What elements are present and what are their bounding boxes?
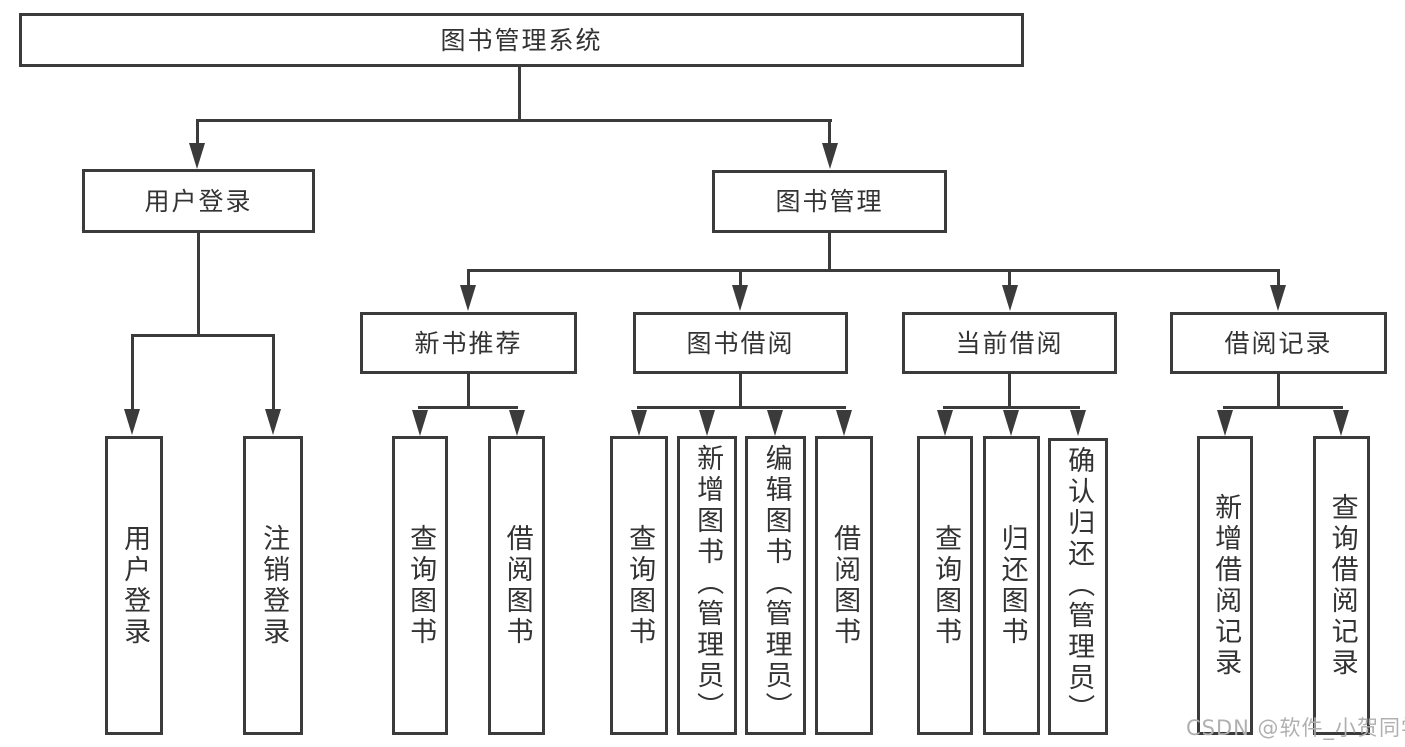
arrowhead-current [1002, 285, 1018, 311]
connector-borrow-bus [637, 406, 846, 409]
arrowhead-leaf-d2 [1003, 410, 1019, 436]
leaf-query-books-borrow-label: 查询图书 [624, 523, 656, 648]
leaf-edit-books-admin: 编辑图书（管理员） [745, 436, 806, 735]
connector-userlogin-stem [197, 233, 200, 336]
node-new-book-recommend: 新书推荐 [360, 312, 577, 374]
leaf-query-books-current-label: 查询图书 [930, 523, 962, 648]
node-borrow-records: 借阅记录 [1170, 312, 1387, 374]
arrowhead-leaf-a1 [124, 409, 140, 435]
leaf-borrow-books-recommend-label: 借阅图书 [501, 523, 533, 648]
connector-bookmgmt-stem [828, 233, 831, 272]
leaf-query-books-recommend: 查询图书 [392, 436, 448, 735]
node-library-system-label: 图书管理系统 [440, 25, 603, 55]
arrowhead-leaf-e1 [1217, 410, 1233, 436]
connector-current-bus [943, 406, 1080, 409]
connector-drop-current [1008, 269, 1011, 289]
leaf-user-login-label: 用户登录 [119, 523, 151, 648]
node-new-book-recommend-label: 新书推荐 [414, 328, 523, 358]
connector-userlogin-bus [131, 334, 274, 337]
arrowhead-leaf-b2 [509, 410, 525, 436]
connector-newbook-bus [418, 406, 518, 409]
connector-newbook-stem [467, 374, 470, 408]
node-library-system: 图书管理系统 [19, 13, 1024, 67]
node-borrow-records-label: 借阅记录 [1224, 328, 1333, 358]
connector-drop-newbook [467, 269, 470, 289]
node-book-management: 图书管理 [712, 170, 947, 233]
arrowhead-records [1270, 285, 1286, 311]
leaf-add-books-admin-label: 新增图书（管理员） [692, 444, 724, 723]
leaf-user-login: 用户登录 [105, 436, 163, 735]
leaf-logout: 注销登录 [243, 436, 303, 735]
arrowhead-newbook [460, 285, 476, 311]
leaf-query-books-recommend-label: 查询图书 [405, 523, 437, 648]
connector-drop-book-mgmt [828, 119, 831, 147]
arrowhead-leaf-c4 [836, 410, 852, 436]
arrowhead-leaf-d1 [937, 410, 953, 436]
leaf-edit-books-admin-label: 编辑图书（管理员） [760, 444, 792, 723]
leaf-query-borrow-record: 查询借阅记录 [1313, 436, 1370, 735]
leaf-confirm-return-admin: 确认归还（管理员） [1048, 438, 1108, 735]
node-current-borrow-label: 当前借阅 [955, 328, 1064, 358]
leaf-borrow-books-borrow-label: 借阅图书 [829, 523, 861, 648]
csdn-watermark: CSDN @软件_小贺同学 [1186, 716, 1405, 740]
node-user-login: 用户登录 [82, 169, 315, 233]
leaf-borrow-books-recommend: 借阅图书 [488, 436, 545, 735]
arrowhead-book-mgmt [822, 143, 838, 169]
arrowhead-user-login [189, 143, 205, 169]
leaf-query-borrow-record-label: 查询借阅记录 [1326, 492, 1358, 679]
node-current-borrow: 当前借阅 [902, 312, 1117, 374]
leaf-query-books-current: 查询图书 [917, 436, 973, 735]
connector-drop-leaf-a1 [131, 334, 134, 412]
connector-records-bus [1223, 406, 1343, 409]
connector-level3-bus [467, 269, 1280, 272]
leaf-borrow-books-borrow: 借阅图书 [815, 436, 873, 735]
connector-records-stem [1277, 374, 1280, 408]
node-book-borrow-label: 图书借阅 [686, 328, 795, 358]
node-book-management-label: 图书管理 [775, 187, 884, 216]
leaf-query-books-borrow: 查询图书 [610, 436, 668, 735]
arrowhead-leaf-a2 [265, 409, 281, 435]
node-user-login-label: 用户登录 [144, 186, 253, 216]
arrowhead-borrow [732, 285, 748, 311]
connector-level2-bus [196, 119, 832, 122]
leaf-add-borrow-record: 新增借阅记录 [1197, 436, 1253, 735]
connector-borrow-stem [739, 374, 742, 408]
leaf-return-books-label: 归还图书 [996, 523, 1028, 648]
arrowhead-leaf-c3 [767, 410, 783, 436]
leaf-add-borrow-record-label: 新增借阅记录 [1210, 492, 1242, 679]
arrowhead-leaf-e2 [1333, 410, 1349, 436]
connector-drop-leaf-a2 [272, 334, 275, 412]
leaf-logout-label: 注销登录 [258, 523, 290, 648]
leaf-add-books-admin: 新增图书（管理员） [677, 436, 737, 735]
arrowhead-leaf-d3 [1070, 410, 1086, 436]
connector-drop-user-login [196, 119, 199, 147]
arrowhead-leaf-c1 [631, 410, 647, 436]
leaf-confirm-return-admin-label: 确认归还（管理员） [1063, 446, 1095, 725]
leaf-return-books: 归还图书 [983, 436, 1040, 735]
arrowhead-leaf-c2 [699, 410, 715, 436]
connector-drop-borrow [739, 269, 742, 289]
connector-drop-records [1277, 269, 1280, 289]
connector-current-stem [1008, 374, 1011, 408]
node-book-borrow: 图书借阅 [633, 312, 848, 374]
arrowhead-leaf-b1 [412, 410, 428, 436]
connector-root-stem [518, 67, 521, 121]
